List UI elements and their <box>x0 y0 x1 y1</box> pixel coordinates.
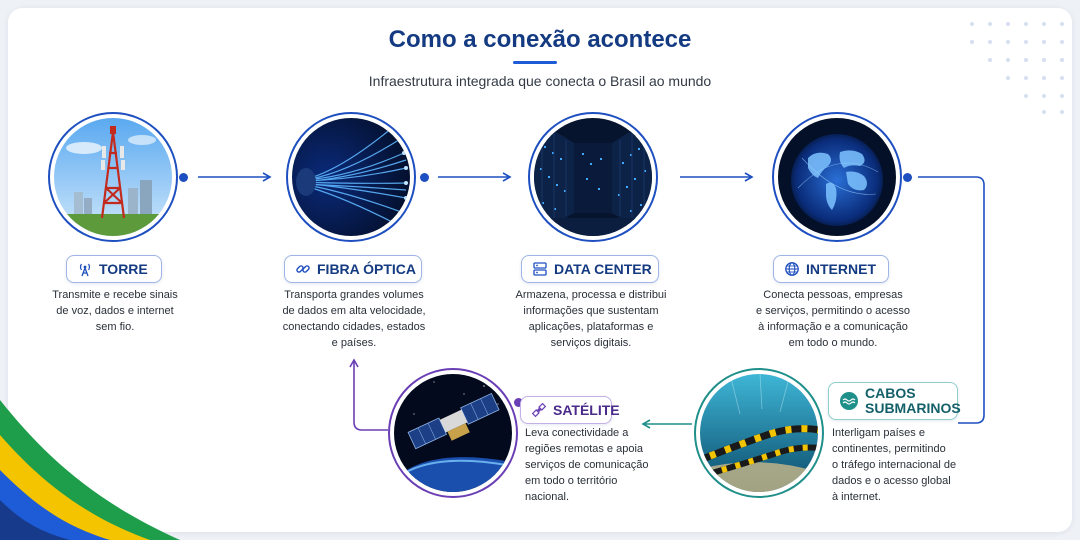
satelite-description-line: em todo o território <box>525 475 618 487</box>
datacenter-label: DATA CENTER <box>521 255 659 283</box>
cabos-description-line: Interligam países e <box>832 427 925 439</box>
satelite-image <box>388 368 518 498</box>
fibra-label: FIBRA ÓPTICA <box>284 255 422 283</box>
brazil-flag-wave-decoration <box>0 400 180 540</box>
internet-description-line: à informação e a comunicação <box>758 321 908 333</box>
server-icon <box>532 261 548 277</box>
fibra-description-line: Transporta grandes volumes <box>284 289 424 301</box>
waves-icon <box>839 391 859 411</box>
datacenter-description-line: serviços digitais. <box>550 337 632 349</box>
internet-label: INTERNET <box>773 255 889 283</box>
torre-connector-dot <box>179 173 188 182</box>
dot-grid-decoration <box>970 22 1064 114</box>
link-icon <box>295 261 311 277</box>
cabos-title-line: CABOS <box>865 385 916 401</box>
torre-description-line: Transmite e recebe sinais <box>52 289 178 301</box>
globe-icon <box>784 261 800 277</box>
internet-description-line: Conecta pessoas, empresas <box>763 289 903 301</box>
internet-image <box>772 112 902 242</box>
internet-description-line: e serviços, permitindo o acesso <box>755 305 911 317</box>
cabos-image <box>694 368 824 498</box>
torre-image <box>48 112 178 242</box>
datacenter-description-line: informações que sustentam <box>523 305 659 317</box>
arrow-satelite-to-fibra <box>349 358 388 431</box>
line-internet-to-cabos <box>918 176 985 424</box>
fibra-description: Transporta grandes volumes de dados em a… <box>270 287 438 351</box>
page-title: Como a conexão acontece <box>388 26 692 53</box>
satelite-description: Leva conectividade a regiões remotas e a… <box>525 425 665 505</box>
datacenter-description: Armazena, processa e distribui informaçõ… <box>506 287 676 351</box>
datacenter-image <box>528 112 658 242</box>
fibra-image <box>286 112 416 242</box>
torre-description-line: sem fio. <box>95 321 135 333</box>
cabos-description: Interligam países e continentes, permiti… <box>832 425 982 505</box>
torre-title: TORRE <box>99 261 148 277</box>
cabos-title-line: SUBMARINOS <box>865 400 961 416</box>
cabos-description-line: continentes, permitindo <box>832 443 946 455</box>
fibra-description-line: e países. <box>331 337 377 349</box>
torre-description: Transmite e recebe sinais de voz, dados … <box>35 287 195 335</box>
cabos-description-line: à internet. <box>832 491 881 503</box>
datacenter-title: DATA CENTER <box>554 261 652 277</box>
satelite-title: SATÉLITE <box>553 402 620 418</box>
page-subtitle: Infraestrutura integrada que conecta o B… <box>368 73 712 89</box>
torre-description-line: de voz, dados e internet <box>56 305 174 317</box>
title-underline <box>513 61 557 64</box>
cabos-description-line: dados e o acesso global <box>832 475 951 487</box>
fibra-connector-dot <box>420 173 429 182</box>
satelite-description-line: serviços de comunicação <box>525 459 649 471</box>
torre-label: TORRE <box>66 255 162 283</box>
internet-connector-dot <box>903 173 912 182</box>
satellite-icon <box>531 402 547 418</box>
internet-description: Conecta pessoas, empresas e serviços, pe… <box>748 287 918 351</box>
cabos-description-line: o tráfego internacional de <box>832 459 957 471</box>
satelite-description-line: regiões remotas e apoia <box>525 443 644 455</box>
antenna-icon <box>77 261 93 277</box>
datacenter-description-line: Armazena, processa e distribui <box>515 289 667 301</box>
satelite-description-line: Leva conectividade a <box>525 427 629 439</box>
satelite-connector-dot <box>514 398 523 407</box>
internet-description-line: em todo o mundo. <box>788 337 878 349</box>
cabos-title: CABOS SUBMARINOS <box>865 386 961 416</box>
fibra-description-line: conectando cidades, estados <box>282 321 426 333</box>
cabos-label: CABOS SUBMARINOS <box>828 382 961 420</box>
datacenter-description-line: aplicações, plataformas e <box>528 321 654 333</box>
satelite-description-line: nacional. <box>525 491 570 503</box>
fibra-description-line: de dados em alta velocidade, <box>282 305 426 317</box>
fibra-title: FIBRA ÓPTICA <box>317 261 417 277</box>
satelite-label: SATÉLITE <box>520 396 620 424</box>
internet-title: INTERNET <box>806 261 876 277</box>
